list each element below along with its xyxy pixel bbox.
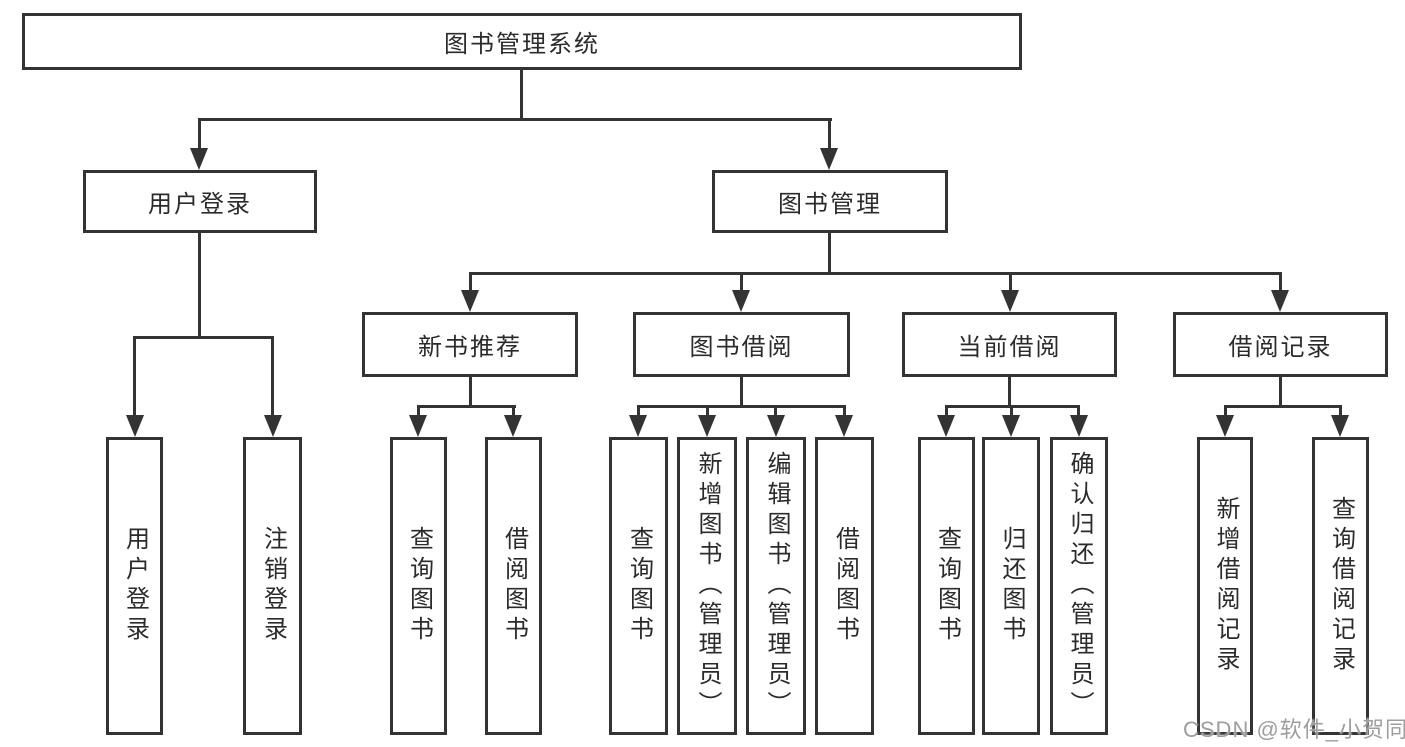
arrow-down-icon — [629, 415, 647, 437]
leaf-query-books-current: 查询图书 — [918, 437, 975, 735]
node-new-book-recommendation: 新书推荐 — [362, 312, 578, 377]
node-user-login: 用户登录 — [83, 170, 317, 233]
connector-line — [774, 405, 777, 417]
arrow-down-icon — [190, 148, 208, 170]
arrow-down-icon — [504, 415, 522, 437]
connector-line — [1010, 405, 1013, 417]
arrow-down-icon — [698, 415, 716, 437]
arrow-down-icon — [1216, 415, 1234, 437]
connector-line — [828, 118, 831, 150]
connector-line — [637, 405, 640, 417]
connector-line — [133, 336, 136, 417]
connector-line — [469, 272, 1282, 275]
arrow-down-icon — [126, 415, 144, 437]
leaf-logout-login: 注销登录 — [243, 437, 302, 735]
connector-line — [1224, 405, 1342, 408]
leaf-add-borrow-record: 新增借阅记录 — [1197, 437, 1253, 735]
arrow-down-icon — [820, 148, 838, 170]
connector-line — [1279, 272, 1282, 293]
connector-line — [740, 272, 743, 293]
arrow-down-icon — [409, 415, 427, 437]
connector-line — [198, 118, 201, 150]
connector-line — [198, 118, 832, 121]
connector-line — [520, 70, 523, 120]
connector-line — [198, 233, 201, 339]
leaf-query-books-borrowing: 查询图书 — [609, 437, 668, 735]
leaf-query-books-recommend: 查询图书 — [390, 437, 447, 735]
arrow-down-icon — [1001, 290, 1019, 312]
connector-line — [1279, 377, 1282, 407]
connector-line — [1008, 377, 1011, 407]
leaf-edit-books-admin: 编辑图书（管理员） — [746, 437, 806, 735]
arrow-down-icon — [264, 415, 282, 437]
leaf-user-login: 用户登录 — [106, 437, 163, 735]
node-book-borrowing: 图书借阅 — [633, 312, 850, 377]
leaf-confirm-return-admin: 确认归还（管理员） — [1050, 437, 1108, 735]
node-borrowing-records: 借阅记录 — [1173, 312, 1388, 377]
connector-line — [417, 405, 420, 417]
node-library-system: 图书管理系统 — [22, 13, 1022, 70]
arrow-down-icon — [732, 290, 750, 312]
connector-line — [843, 405, 846, 417]
arrow-down-icon — [835, 415, 853, 437]
connector-line — [1339, 405, 1342, 417]
leaf-query-borrow-record: 查询借阅记录 — [1312, 437, 1369, 735]
node-current-borrowing: 当前借阅 — [902, 312, 1117, 377]
leaf-borrow-books-recommend: 借阅图书 — [485, 437, 542, 735]
leaf-return-books: 归还图书 — [982, 437, 1040, 735]
arrow-down-icon — [461, 290, 479, 312]
connector-line — [1224, 405, 1227, 417]
arrow-down-icon — [767, 415, 785, 437]
connector-line — [133, 336, 274, 339]
connector-line — [512, 405, 515, 417]
arrow-down-icon — [937, 415, 955, 437]
connector-line — [637, 405, 846, 408]
leaf-borrow-books-borrowing: 借阅图书 — [815, 437, 874, 735]
node-book-management: 图书管理 — [712, 170, 948, 233]
connector-line — [271, 336, 274, 417]
connector-line — [706, 405, 709, 417]
connector-line — [417, 405, 516, 408]
connector-line — [1077, 405, 1080, 417]
arrow-down-icon — [1271, 290, 1289, 312]
connector-line — [469, 272, 472, 293]
connector-line — [469, 377, 472, 407]
connector-line — [945, 405, 948, 417]
arrow-down-icon — [1331, 415, 1349, 437]
arrow-down-icon — [1002, 415, 1020, 437]
connector-line — [1009, 272, 1012, 293]
arrow-down-icon — [1070, 415, 1088, 437]
connector-line — [740, 377, 743, 407]
leaf-add-books-admin: 新增图书（管理员） — [677, 437, 737, 735]
watermark: CSDN @软件_小贺同学 — [1183, 717, 1405, 742]
connector-line — [828, 233, 831, 275]
